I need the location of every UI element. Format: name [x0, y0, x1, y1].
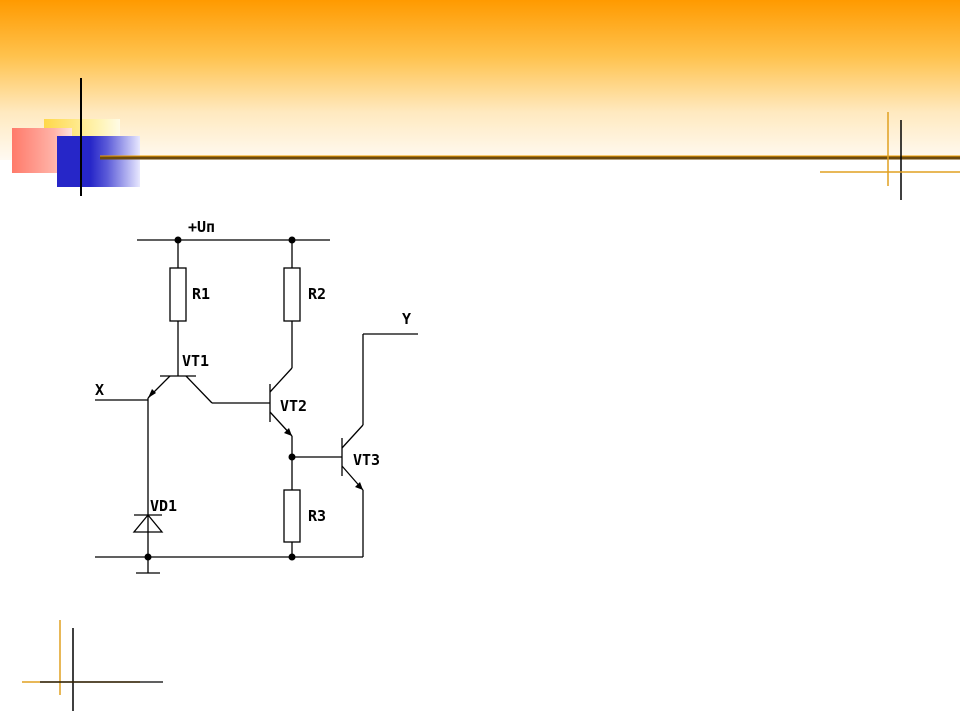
label-y: Y — [402, 310, 411, 328]
resistor-r1 — [169, 267, 187, 322]
label-r1: R1 — [192, 285, 210, 303]
header-gradient-band — [0, 0, 960, 160]
label-r2: R2 — [308, 285, 326, 303]
label-vt3: VT3 — [353, 451, 380, 469]
label-supply: +Uп — [188, 218, 215, 236]
decor-lines — [22, 78, 960, 711]
diode-vd1 — [132, 513, 164, 533]
decor-square-blue — [57, 136, 140, 187]
resistor-r2 — [283, 267, 301, 322]
label-vt2: VT2 — [280, 397, 307, 415]
circuit-labels: +Uп R1 R2 Y VT1 X VT2 VT3 VD1 R3 — [95, 218, 411, 525]
label-vd1: VD1 — [150, 497, 177, 515]
label-vt1: VT1 — [182, 352, 209, 370]
circuit-schematic — [95, 236, 418, 574]
label-x: X — [95, 381, 104, 399]
label-r3: R3 — [308, 507, 326, 525]
resistor-r3 — [283, 489, 301, 543]
